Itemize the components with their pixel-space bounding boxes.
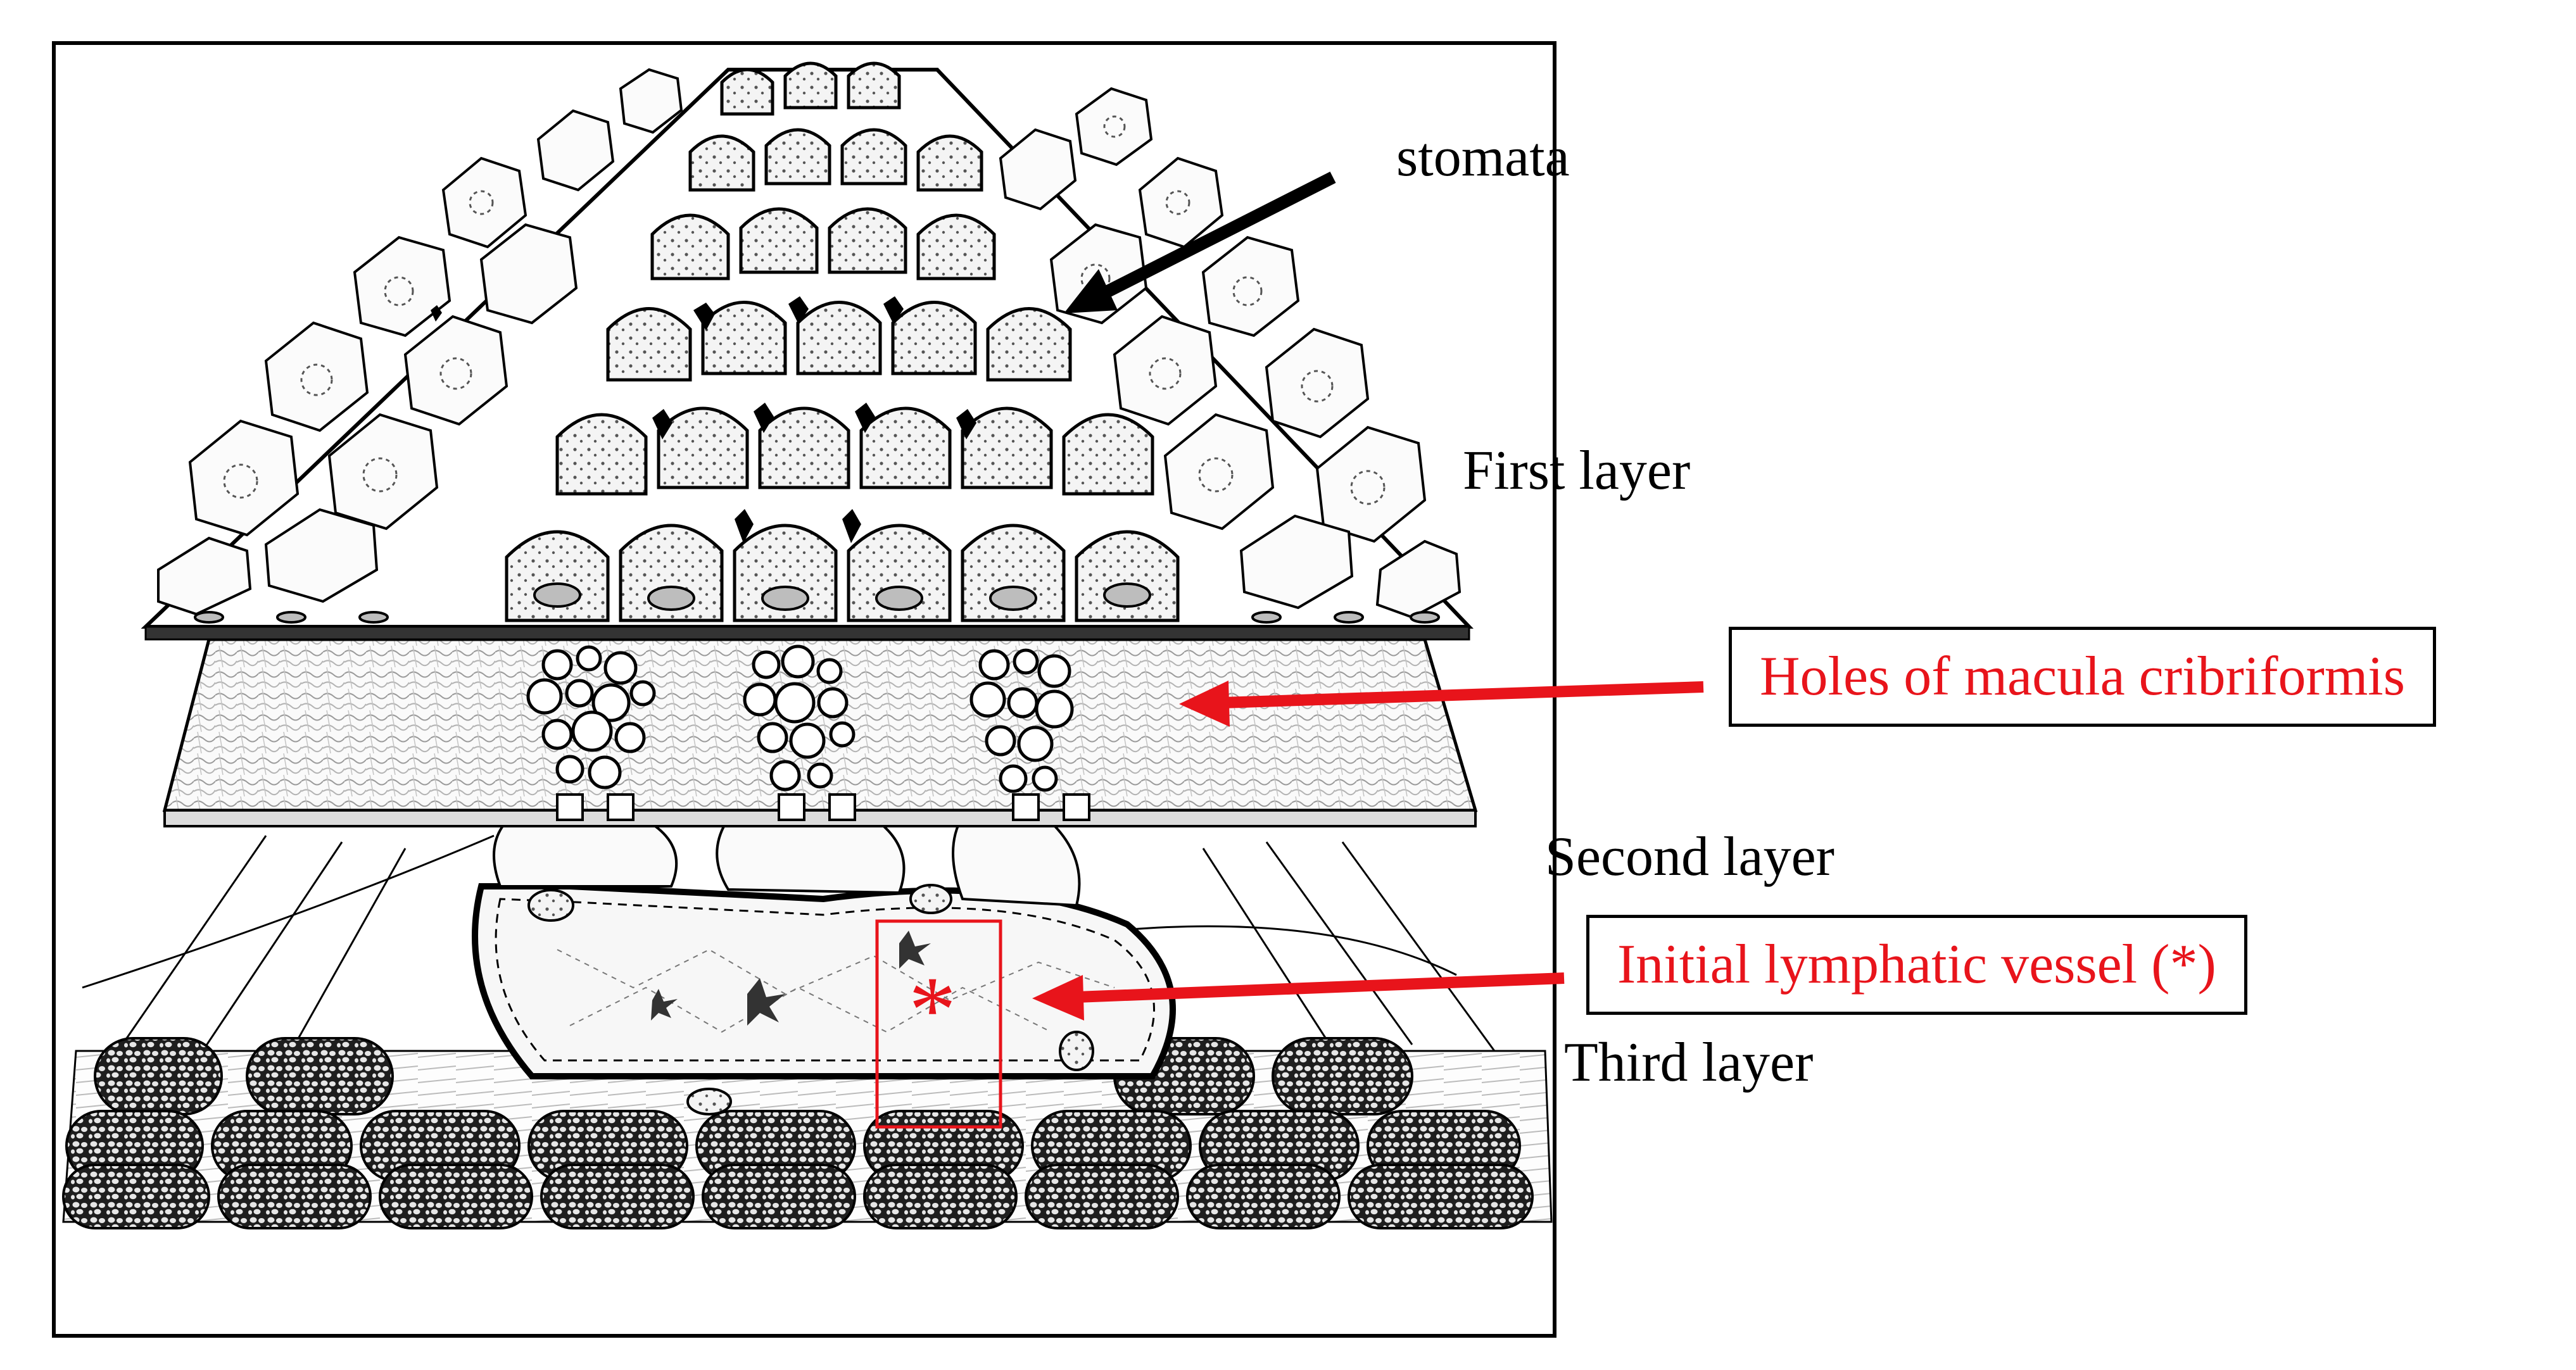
first-layer-label: First layer <box>1463 440 1691 501</box>
holes-label: Holes of macula cribriformis <box>1729 627 2437 727</box>
initial-lymphatic-vessel <box>472 808 1176 1115</box>
holes-arrow <box>1179 681 1704 727</box>
stomata-arrow <box>1064 172 1336 313</box>
second-layer-label: Second layer <box>1545 826 1834 888</box>
initial-vessel-label: Initial lymphatic vessel (*) <box>1586 915 2247 1015</box>
vessel-arrow <box>1032 972 1565 1021</box>
asterisk-highlight-box <box>875 919 1002 1129</box>
asterisk-marker: * <box>909 957 956 1062</box>
third-layer-illustration <box>62 834 1553 1229</box>
stomata-label: stomata <box>1396 127 1570 188</box>
second-layer-illustration <box>162 638 1478 827</box>
first-layer-illustration <box>141 61 1474 641</box>
third-layer-label: Third layer <box>1564 1032 1814 1093</box>
